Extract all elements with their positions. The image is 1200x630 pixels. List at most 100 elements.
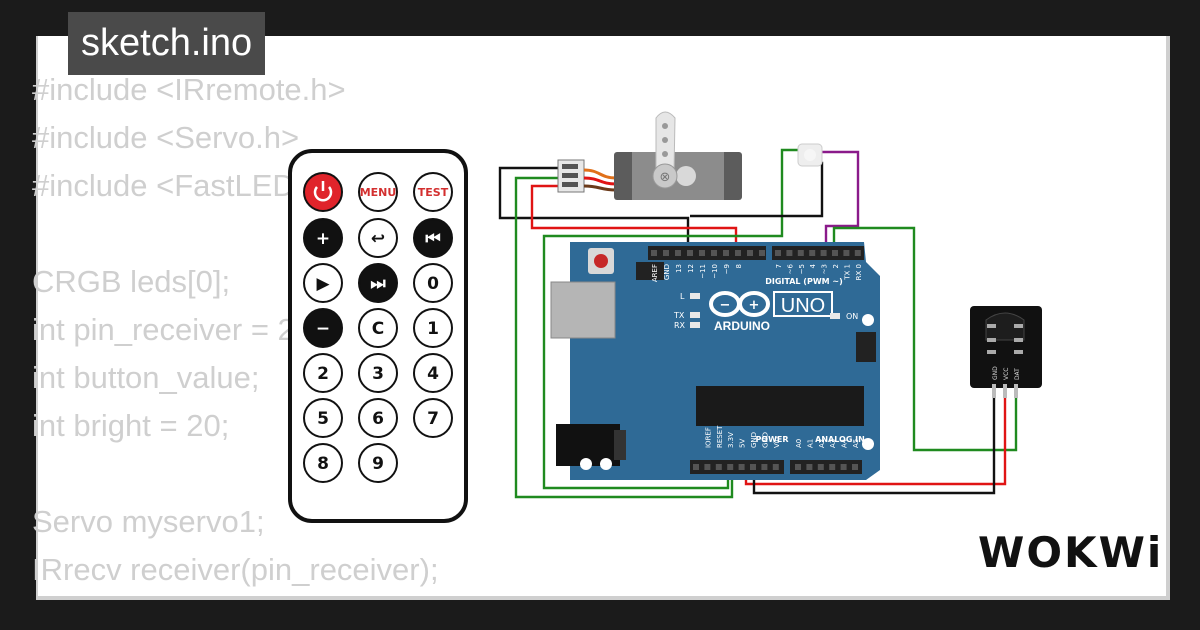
header-pin[interactable] bbox=[786, 250, 793, 256]
header-pin[interactable] bbox=[817, 464, 824, 470]
plus-button-label: + bbox=[316, 229, 330, 249]
remote-next-button[interactable]: ⏭ bbox=[358, 263, 398, 303]
power-analog-pin-label: A0 bbox=[795, 439, 803, 448]
header-pin[interactable] bbox=[795, 464, 801, 470]
header-pin[interactable] bbox=[750, 464, 756, 470]
board-brand-label: ARDUINO bbox=[714, 319, 770, 333]
header-pin[interactable] bbox=[711, 250, 717, 256]
analog-label: ANALOG IN bbox=[815, 435, 865, 444]
on-led-label: ON bbox=[846, 312, 858, 321]
eight-button-label: 8 bbox=[317, 454, 329, 474]
header-pin[interactable] bbox=[723, 250, 729, 256]
header-pin[interactable] bbox=[675, 250, 681, 256]
digital-pin-label: 4 bbox=[809, 263, 817, 268]
test-button-label: TEST bbox=[418, 186, 449, 199]
header-pin[interactable] bbox=[832, 250, 838, 256]
menu-button-label: MENU bbox=[360, 186, 397, 199]
file-tab[interactable]: sketch.ino bbox=[68, 12, 266, 75]
back-button-label: ↩ bbox=[371, 229, 385, 249]
header-pin[interactable] bbox=[820, 250, 827, 256]
servo-motor[interactable]: ⊗ bbox=[557, 111, 742, 200]
two-button-label: 2 bbox=[317, 364, 329, 384]
three-button-label: 3 bbox=[372, 364, 384, 384]
header-pin[interactable] bbox=[775, 250, 781, 256]
remote-three-button[interactable]: 3 bbox=[358, 353, 398, 393]
header-pin[interactable] bbox=[852, 464, 858, 470]
header-pin[interactable] bbox=[806, 464, 813, 470]
remote-back-button[interactable]: ↩ bbox=[358, 218, 398, 258]
digital-pin-label: ~5 bbox=[798, 264, 806, 274]
c-button-label: C bbox=[372, 319, 384, 339]
code-line: CRGB leds[0]; bbox=[32, 264, 231, 299]
remote-seven-button[interactable]: 7 bbox=[413, 398, 453, 438]
digital-pin-label: ~9 bbox=[723, 264, 731, 274]
remote-power-button[interactable] bbox=[303, 172, 343, 212]
header-pin[interactable] bbox=[809, 250, 816, 256]
arduino-uno-board[interactable]: − + UNO ARDUINO DIGITAL (PWM ~) POWER AN… bbox=[550, 242, 880, 480]
remote-six-button[interactable]: 6 bbox=[358, 398, 398, 438]
digital-pin-label: ~3 bbox=[821, 264, 829, 274]
header-pin[interactable] bbox=[840, 464, 847, 470]
remote-test-button[interactable]: TEST bbox=[413, 172, 453, 212]
ir-pin-label: DAT bbox=[1014, 368, 1021, 380]
header-pin[interactable] bbox=[735, 250, 741, 256]
power-analog-pin-label: 5V bbox=[739, 439, 747, 448]
remote-eight-button[interactable]: 8 bbox=[303, 443, 343, 483]
header-pin[interactable] bbox=[663, 250, 669, 256]
header-pin[interactable] bbox=[715, 464, 722, 470]
header-pin[interactable] bbox=[843, 250, 850, 256]
remote-minus-button[interactable]: − bbox=[303, 308, 343, 348]
header-pin[interactable] bbox=[759, 250, 765, 256]
ir-pin-label: GND bbox=[992, 366, 999, 380]
remote-menu-button[interactable]: MENU bbox=[358, 172, 398, 212]
power-analog-pin-label: A1 bbox=[806, 439, 814, 448]
remote-plus-button[interactable]: + bbox=[303, 218, 343, 258]
code-line: int bright = 20; bbox=[32, 408, 230, 443]
remote-prev-button[interactable]: ⏮ bbox=[413, 218, 453, 258]
digital-pin-label: AREF bbox=[651, 264, 659, 282]
power-analog-pin-label: GND bbox=[761, 432, 769, 448]
remote-one-button[interactable]: 1 bbox=[413, 308, 453, 348]
next-button-label: ⏭ bbox=[370, 274, 386, 294]
rx-led-label: RX bbox=[674, 321, 686, 330]
digital-pin-label: 7 bbox=[775, 264, 783, 268]
header-pin[interactable] bbox=[772, 464, 779, 470]
header-pin[interactable] bbox=[854, 250, 861, 256]
power-analog-pin-label: RESET bbox=[716, 425, 724, 448]
wires bbox=[498, 148, 1018, 499]
header-pin[interactable] bbox=[687, 250, 693, 256]
six-button-label: 6 bbox=[372, 409, 384, 429]
header-pin[interactable] bbox=[693, 464, 699, 470]
one-button-label: 1 bbox=[427, 319, 439, 339]
remote-play-button[interactable]: ▶ bbox=[303, 263, 343, 303]
arduino-logo: − + bbox=[709, 291, 770, 317]
header-pin[interactable] bbox=[651, 250, 657, 256]
header-pin[interactable] bbox=[797, 250, 804, 256]
remote-four-button[interactable]: 4 bbox=[413, 353, 453, 393]
neopixel-led[interactable] bbox=[797, 143, 823, 167]
power-analog-pin-label: Vin bbox=[773, 437, 781, 448]
remote-nine-button[interactable]: 9 bbox=[358, 443, 398, 483]
l-led-label: L bbox=[680, 292, 685, 301]
ir-remote[interactable]: MENU TEST + ↩ ⏮ ▶ ⏭ 0 − C 1 2 3 4 5 6 7 8 9 bbox=[288, 149, 468, 523]
code-line: IRrecv receiver(pin_receiver); bbox=[32, 552, 439, 587]
header-pin[interactable] bbox=[761, 464, 768, 470]
header-pin[interactable] bbox=[829, 464, 836, 470]
remote-c-button[interactable]: C bbox=[358, 308, 398, 348]
digital-pin-label: 12 bbox=[687, 264, 695, 273]
remote-two-button[interactable]: 2 bbox=[303, 353, 343, 393]
remote-zero-button[interactable]: 0 bbox=[413, 263, 453, 303]
remote-five-button[interactable]: 5 bbox=[303, 398, 343, 438]
digital-pin-label: ~11 bbox=[699, 264, 707, 279]
header-pin[interactable] bbox=[704, 464, 711, 470]
header-pin[interactable] bbox=[738, 464, 745, 470]
code-line: #include <Servo.h> bbox=[32, 120, 300, 155]
power-icon bbox=[313, 186, 333, 202]
header-pin[interactable] bbox=[727, 464, 734, 470]
svg-text:⊗: ⊗ bbox=[660, 170, 671, 185]
header-pin[interactable] bbox=[699, 250, 705, 256]
svg-text:−: − bbox=[720, 298, 731, 313]
header-pin[interactable] bbox=[747, 250, 753, 256]
